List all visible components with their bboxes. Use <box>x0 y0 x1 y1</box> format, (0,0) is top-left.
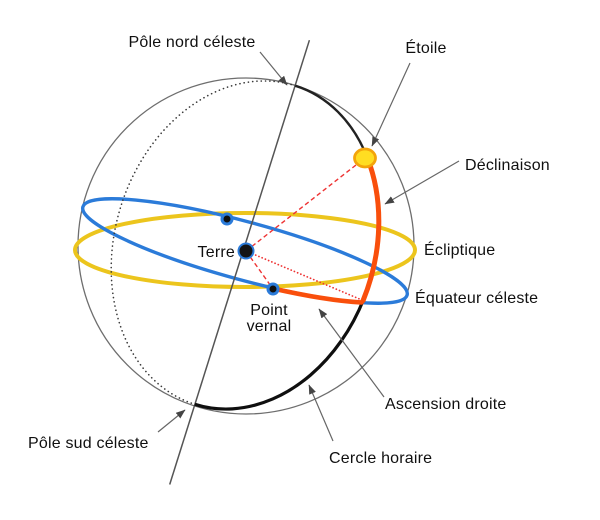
autumn-equinox-dot <box>220 212 234 226</box>
ecliptic-label: Écliptique <box>424 240 495 259</box>
earth-dot <box>237 242 255 260</box>
star-dot <box>353 147 377 169</box>
north-pole-label: Pôle nord céleste <box>128 34 255 51</box>
star-label: Étoile <box>405 38 446 57</box>
south-pole-leader-line <box>157 409 186 433</box>
earth-label: Terre <box>198 244 235 261</box>
hour-circle-label: Cercle horaire <box>329 450 432 467</box>
earth-to-equator-foot-dotted-line <box>245 250 364 302</box>
right-ascension-leader-line <box>318 308 385 398</box>
right-ascension-label: Ascension droite <box>385 396 507 413</box>
hour-circle-upper-arc <box>294 84 369 159</box>
hour-circle-back-dotted-arc <box>110 80 296 406</box>
declination-label: Déclinaison <box>465 157 550 174</box>
earth-to-star-dashed-line <box>245 157 366 252</box>
declination-leader-line <box>384 160 460 205</box>
vernal-point-label-line2: vernal <box>247 318 292 335</box>
hour-circle-lower-arc <box>194 157 381 411</box>
south-pole-label: Pôle sud céleste <box>28 435 149 452</box>
hour-circle-leader-line <box>308 384 334 442</box>
celestial-axis-line <box>168 39 311 485</box>
vernal-point-label-line1: Point <box>250 302 288 319</box>
ecliptic-ellipse <box>73 211 417 289</box>
vernal-point-dot <box>266 282 280 296</box>
north-pole-leader-line <box>259 51 288 86</box>
star-leader-line <box>371 62 411 147</box>
declination-arc <box>360 155 382 303</box>
equator-label: Équateur céleste <box>415 288 538 307</box>
right-ascension-arc <box>270 286 364 305</box>
